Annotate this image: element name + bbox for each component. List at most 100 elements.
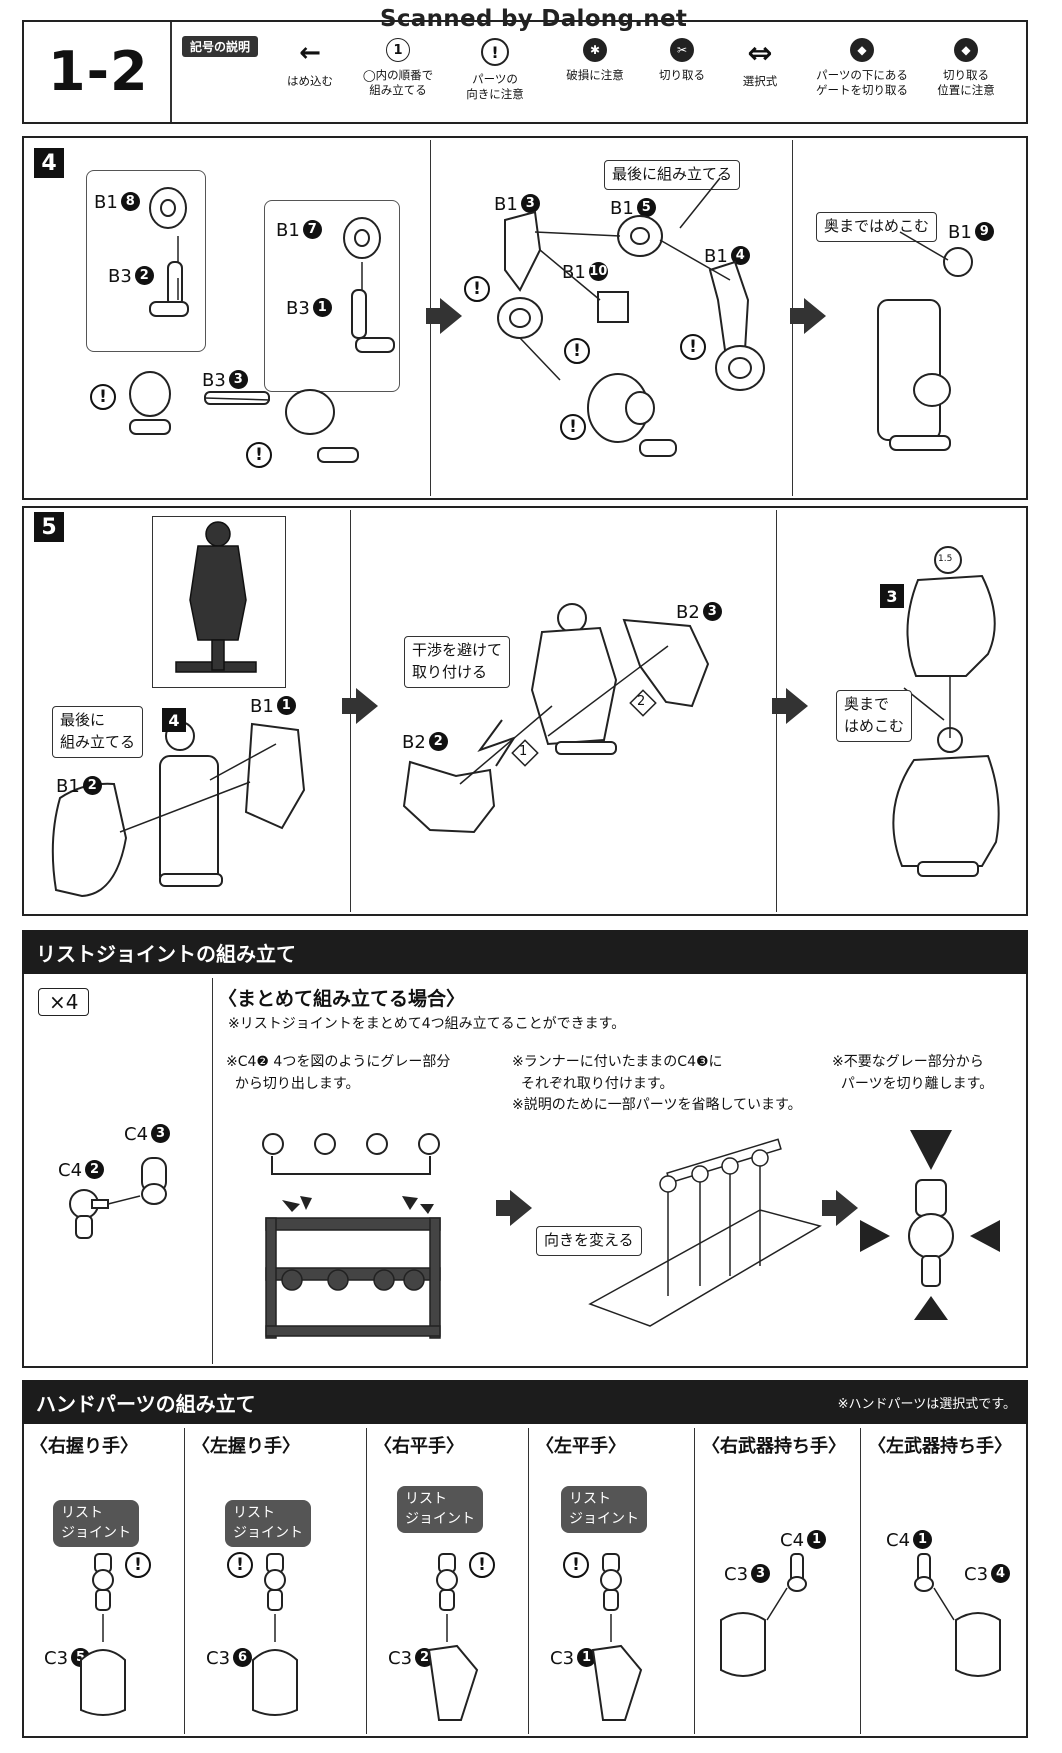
caution-icon: !	[246, 442, 272, 468]
symbol-legend-label: 破損に注意	[566, 68, 624, 82]
caution-icon: !	[680, 334, 706, 360]
flow-arrow	[790, 298, 826, 334]
step4-number: 4	[34, 148, 64, 178]
step4-callout-left	[86, 170, 206, 352]
ref-step-3-badge: 3	[880, 584, 904, 608]
cut-icon: ✂	[670, 38, 694, 62]
ref-step-4-badge: 4	[162, 708, 186, 732]
symbol-legend-item: ✂ 切り取る	[632, 38, 732, 83]
wrist-part-drawings	[69, 1130, 1000, 1339]
multiplier-badge: ×4	[38, 988, 90, 1016]
note-cut-c4-2: ※C4❷ 4つを図のようにグレー部分 から切り出します。	[226, 1054, 451, 1092]
flow-arrow	[426, 298, 462, 334]
ball-size-label: 1.5	[938, 554, 953, 564]
hand-column-divider	[528, 1428, 529, 1734]
hands-note: ※ハンドパーツは選択式です。	[837, 1396, 1016, 1412]
bubble-press-deep: 奥まではめこむ	[816, 212, 938, 242]
batch-subtitle: 〈まとめて組み立てる場合〉	[218, 988, 466, 1010]
symbol-legend-item: ✱破損に注意	[545, 38, 645, 83]
gate-cut-icon: ◆	[850, 38, 874, 62]
bubble-assemble-last: 最後に組み立てる	[604, 160, 741, 190]
hand-part-drawing	[252, 1553, 298, 1716]
hand-part-drawing	[720, 1553, 807, 1677]
hand-type-title: 〈右武器持ち手〉	[702, 1436, 846, 1457]
caution-icon: !	[564, 338, 590, 364]
symbol-legend-item: ! パーツの 向きに注意	[445, 38, 545, 102]
symbol-legend-label: 切り取る 位置に注意	[937, 68, 995, 97]
hand-column-divider	[694, 1428, 695, 1734]
runner-number: 3	[284, 1230, 293, 1244]
flow-arrow	[496, 1190, 532, 1226]
step4-part-drawings	[129, 177, 973, 463]
wrist-joint-tag: リスト ジョイント	[397, 1486, 483, 1534]
symbol-legend-label: パーツの 向きに注意	[466, 72, 524, 101]
hand-column-divider	[860, 1428, 861, 1734]
step5-part-drawings	[51, 521, 1000, 898]
symbol-legend-item: ←はめ込む	[260, 38, 360, 89]
caution-icon: !	[90, 384, 116, 410]
hand-part-drawing	[591, 1553, 643, 1721]
arrow-left-icon: ←	[299, 38, 321, 68]
runner-number: 3	[416, 1230, 425, 1244]
symbol-legend-item: ◆パーツの下にある ゲートを切り取る	[812, 38, 912, 98]
bubble-press-deep: 奥まで はめこむ	[836, 690, 913, 742]
caution-icon: !	[563, 1552, 589, 1578]
hand-type-title: 〈左握り手〉	[192, 1436, 300, 1457]
flow-arrow	[342, 688, 378, 724]
cut-position-icon: ◆	[954, 38, 978, 62]
header-divider	[170, 22, 172, 122]
runner-number: 3	[330, 1230, 339, 1244]
hands-panel	[22, 1424, 1028, 1738]
header-box	[22, 20, 1028, 124]
step4-panel	[22, 136, 1028, 500]
flow-arrow	[772, 688, 808, 724]
step5-detail-view	[152, 516, 286, 688]
step4-callout-right	[264, 200, 400, 392]
hands-section-title: ハンドパーツの組み立て ※ハンドパーツは選択式です。	[22, 1380, 1028, 1424]
symbol-legend-label: ◯内の順番で 組み立てる	[362, 68, 434, 97]
symbol-legend-item: ◆ 切り取る 位置に注意	[916, 38, 1016, 98]
hand-part-drawing	[914, 1553, 1001, 1677]
hand-column-divider	[366, 1428, 367, 1734]
caution-icon: !	[560, 414, 586, 440]
hand-type-title: 〈右平手〉	[374, 1436, 464, 1457]
wrist-panel	[22, 974, 1028, 1368]
symbol-legend-label: 切り取る	[659, 68, 705, 82]
caution-icon: !	[227, 1552, 253, 1578]
wrist-joint-tag: リスト ジョイント	[225, 1500, 311, 1548]
legend-title: 記号の説明	[182, 36, 259, 57]
symbol-legend-item: 1 ◯内の順番で 組み立てる	[348, 38, 448, 98]
symbol-legend-label: 選択式	[742, 74, 778, 88]
page-code: 1-2	[48, 40, 149, 103]
hand-column-divider	[184, 1428, 185, 1734]
symbol-legend-item: ⇔ 選択式	[710, 35, 810, 89]
batch-note: ※リストジョイントをまとめて4つ組み立てることができます。	[228, 1016, 626, 1032]
hand-part-drawing	[427, 1553, 479, 1721]
step5-panel	[22, 506, 1028, 916]
caution-icon: !	[464, 276, 490, 302]
flow-arrow	[822, 1190, 858, 1226]
hand-type-title: 〈左平手〉	[536, 1436, 626, 1457]
caution-icon: !	[481, 38, 509, 66]
wrist-joint-tag: リスト ジョイント	[53, 1500, 139, 1548]
bubble-avoid-interference: 干渉を避けて 取り付ける	[404, 636, 511, 688]
select-arrows-icon: ⇔	[747, 35, 773, 71]
wrist-section-title: リストジョイントの組み立て	[22, 930, 1028, 974]
circled-number-icon: 1	[386, 38, 410, 62]
caution-icon: !	[469, 1552, 495, 1578]
